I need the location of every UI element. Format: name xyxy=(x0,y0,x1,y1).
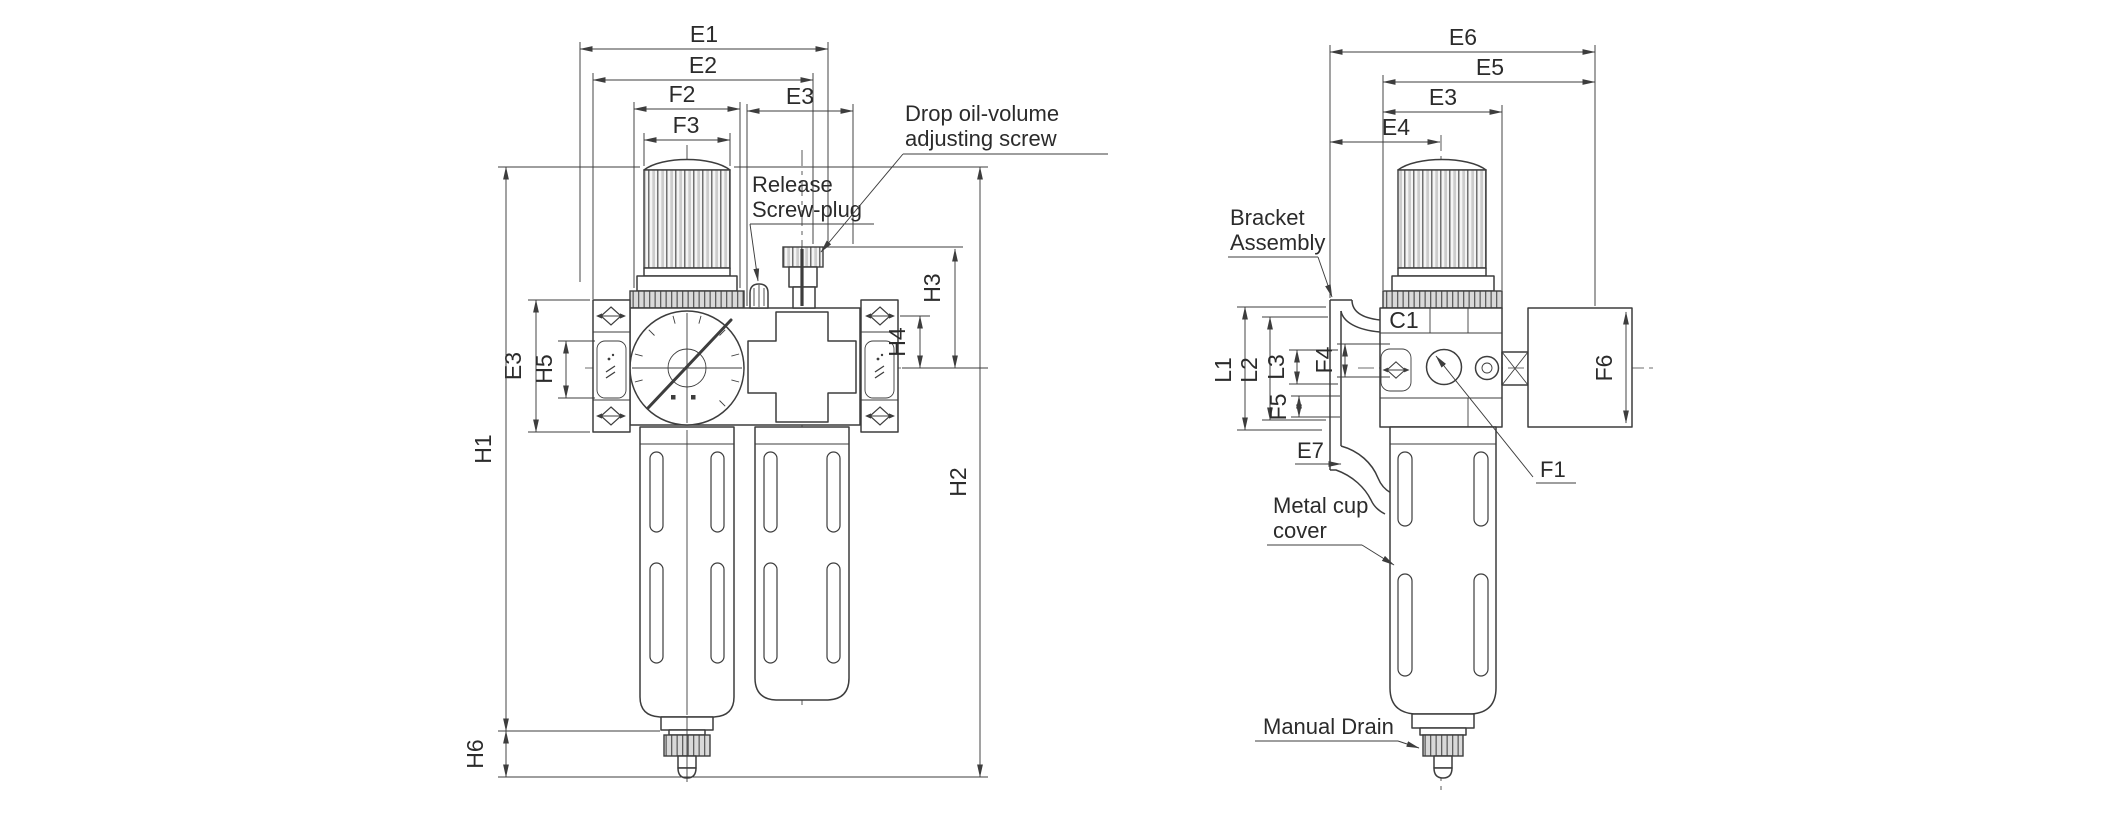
oil-adjusting-screw xyxy=(782,246,824,309)
dim-label-e5: E5 xyxy=(1476,54,1504,80)
drop-oil-label-line2: adjusting screw xyxy=(905,126,1057,151)
lubricator-bowl xyxy=(754,426,850,701)
callout-bracket-assembly: Bracket Assembly xyxy=(1228,205,1333,298)
side-view: C1 xyxy=(1210,24,1655,790)
dim-label-l3: L3 xyxy=(1263,354,1289,380)
dim-label-f3: F3 xyxy=(673,112,700,138)
callout-drop-oil-adjusting-screw: Drop oil-volume adjusting screw xyxy=(820,101,1108,253)
front-drain-valve xyxy=(660,716,714,782)
dim-label-l1: L1 xyxy=(1210,357,1236,383)
dim-label-e1: E1 xyxy=(690,21,718,47)
dim-label-h6: H6 xyxy=(462,739,488,768)
dim-label-e2: E2 xyxy=(689,52,717,78)
dim-label-f6: F6 xyxy=(1591,355,1617,382)
front-top-dimensions: E1 E2 F2 F3 E3 xyxy=(579,21,854,306)
pressure-gauge xyxy=(629,310,745,426)
callout-metal-cup-cover: Metal cup cover xyxy=(1267,493,1395,566)
side-f1-leader: F1 xyxy=(1435,355,1576,484)
front-view: E1 E2 F2 F3 E3 E3 xyxy=(462,21,1108,782)
side-clamp-ring xyxy=(1382,290,1503,309)
dim-label-f1: F1 xyxy=(1540,457,1566,482)
release-label-line1: Release xyxy=(752,172,833,197)
side-adjusting-knob xyxy=(1391,158,1495,292)
dim-label-l2: L2 xyxy=(1236,357,1262,383)
front-left-port-fitting xyxy=(592,299,631,433)
front-adjusting-knob xyxy=(636,158,738,292)
dim-label-h5: H5 xyxy=(531,354,557,383)
filter-bowl xyxy=(639,426,735,718)
dim-label-e4: E4 xyxy=(1382,114,1410,140)
dim-label-e3: E3 xyxy=(1429,84,1457,110)
dim-label-e7: E7 xyxy=(1297,438,1324,463)
manual-drain-label: Manual Drain xyxy=(1263,714,1394,739)
side-left-dimensions: L1 L2 L3 F4 F5 E7 xyxy=(1210,306,1390,467)
side-drain-valve xyxy=(1411,713,1475,779)
release-screw-plug xyxy=(749,283,769,309)
bracket-assembly xyxy=(1329,299,1392,515)
drop-oil-label-line1: Drop oil-volume xyxy=(905,101,1059,126)
release-label-line2: Screw-plug xyxy=(752,197,862,222)
dim-label-h2: H2 xyxy=(945,467,971,496)
dim-label-f5: F5 xyxy=(1265,394,1291,421)
gauge-needle xyxy=(646,318,733,410)
gauge-side-view-box xyxy=(1527,307,1633,428)
dim-label-h3: H3 xyxy=(919,273,945,302)
side-top-dimensions: E6 E5 E3 E4 xyxy=(1329,24,1596,306)
lubricator-cross-window xyxy=(747,311,857,423)
front-right-port-fitting xyxy=(860,299,899,433)
side-f6-dimension: F6 xyxy=(1591,311,1629,424)
metal-cup-label-line2: cover xyxy=(1273,518,1327,543)
dim-label-e6: E6 xyxy=(1449,24,1477,50)
bracket-label-line2: Assembly xyxy=(1230,230,1325,255)
metal-cup-label-line1: Metal cup xyxy=(1273,493,1368,518)
front-right-dimensions: H3 H4 H2 xyxy=(734,166,988,778)
dim-label-e3-top: E3 xyxy=(786,83,814,109)
callout-release-screw-plug: Release Screw-plug xyxy=(749,172,874,282)
dim-label-h1: H1 xyxy=(470,434,496,463)
front-clamp-ring xyxy=(629,290,745,309)
dim-label-f2: F2 xyxy=(669,81,696,107)
bracket-label-line1: Bracket xyxy=(1230,205,1305,230)
dim-label-f4: F4 xyxy=(1311,346,1337,373)
callout-manual-drain: Manual Drain xyxy=(1255,714,1420,749)
front-left-dimensions: E3 H5 H1 H6 xyxy=(462,166,988,778)
dim-label-c1: C1 xyxy=(1389,307,1418,333)
x-box-port xyxy=(1501,351,1529,386)
side-bowl xyxy=(1389,426,1497,715)
dim-label-h4: H4 xyxy=(884,327,910,357)
dim-label-e3-side: E3 xyxy=(500,352,526,380)
